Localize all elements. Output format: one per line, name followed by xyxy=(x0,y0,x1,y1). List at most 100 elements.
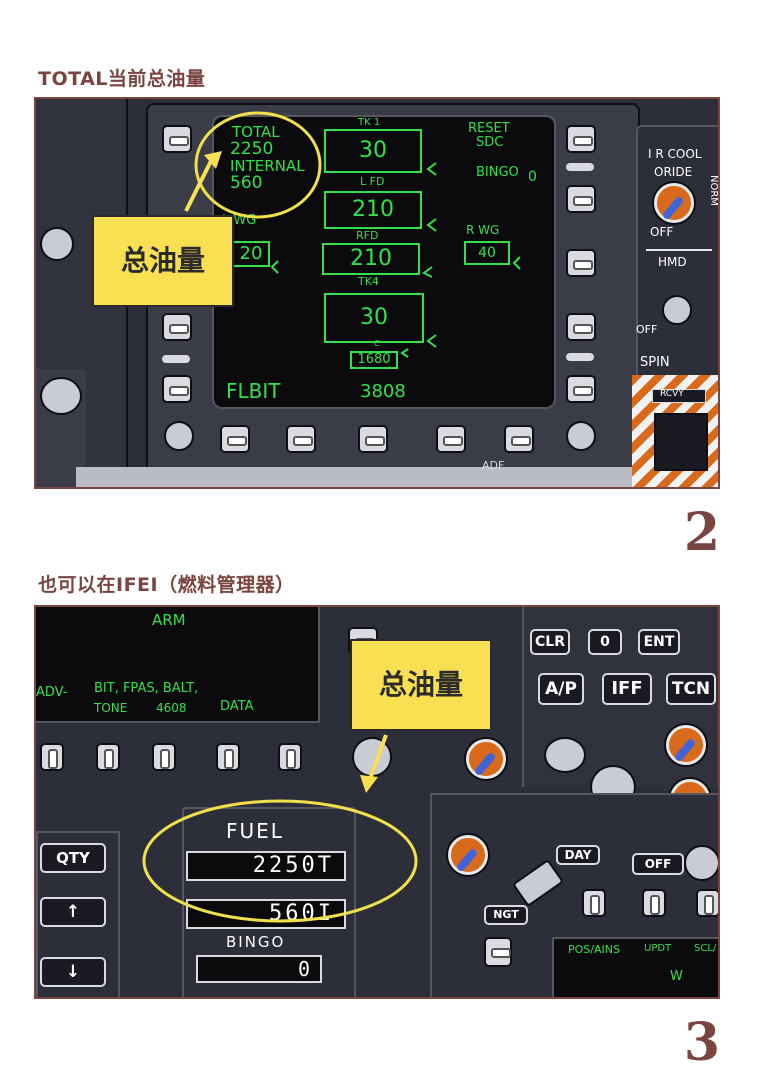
bingo-label: BINGO xyxy=(476,165,519,180)
small-value: 1680 xyxy=(357,352,391,367)
cockpit-panel-ddi: TOTAL 2250 INTERNAL 560 TK 1 30 L FD 210… xyxy=(34,97,720,489)
ufc-knob-2[interactable] xyxy=(544,737,586,773)
oride-label: ORIDE xyxy=(654,165,693,179)
ddi-bottom-button-3[interactable] xyxy=(358,425,388,453)
norm-label: NORM xyxy=(708,175,719,206)
right-panel xyxy=(636,125,718,379)
caption-bottom: 也可以在IFEI（燃料管理器） xyxy=(38,574,295,596)
ifei-internal-display: 560I xyxy=(186,899,346,929)
rfd-box: 210 xyxy=(322,243,420,275)
ddi-brightness-knob[interactable] xyxy=(164,421,194,451)
console-square-button[interactable] xyxy=(484,937,512,967)
adf-label: ADF xyxy=(482,459,505,472)
ufc-button-1[interactable] xyxy=(40,743,64,771)
tk4-value: 30 xyxy=(360,305,388,330)
lwg-value: 20 xyxy=(239,243,263,264)
spin-recovery-switch[interactable] xyxy=(654,413,708,471)
console-button-3[interactable] xyxy=(696,889,718,917)
console-button-2[interactable] xyxy=(642,889,666,917)
ddi-bottom-button-2[interactable] xyxy=(286,425,316,453)
ddi-bottom-button-1[interactable] xyxy=(220,425,250,453)
tk1-box: 30 xyxy=(324,129,422,173)
up-key[interactable]: ↑ xyxy=(40,897,106,927)
lwg-marker xyxy=(270,260,279,274)
tk4-label: TK4 xyxy=(358,275,379,288)
ufc-tone-value: 4608 xyxy=(156,701,187,715)
caption-top: TOTAL当前总油量 xyxy=(38,68,206,90)
scl-label: SCL/ xyxy=(694,943,717,954)
left-knob-upper[interactable] xyxy=(40,227,74,261)
tk4-box: 30 xyxy=(324,293,424,343)
rwg-label: R WG xyxy=(466,223,500,237)
off-knob[interactable] xyxy=(684,845,718,881)
ddi-left-button-1[interactable] xyxy=(162,125,192,153)
ufc-button-4[interactable] xyxy=(216,743,240,771)
ddi-right-button-3[interactable] xyxy=(566,249,596,277)
ddi-right-button-1[interactable] xyxy=(566,125,596,153)
ifei-bingo-display: 0 xyxy=(196,955,322,983)
ddi-bottom-button-5[interactable] xyxy=(504,425,534,453)
day-key[interactable]: DAY xyxy=(556,845,600,865)
iff-key[interactable]: IFF xyxy=(602,673,652,705)
ddi-left-slot xyxy=(162,355,190,363)
off-label-1: OFF xyxy=(650,225,674,239)
ircool-label: I R COOL xyxy=(648,147,702,161)
sdc-label: SDC xyxy=(476,135,504,150)
tk1-value: 30 xyxy=(359,138,387,163)
ent-key[interactable]: ENT xyxy=(638,629,680,655)
tk4-marker xyxy=(426,334,437,348)
ddi-right-button-5[interactable] xyxy=(566,375,596,403)
hmd-divider xyxy=(646,249,712,251)
bingo-value: 0 xyxy=(528,169,537,185)
cockpit-panel-ifei: ARM ADV- BIT, FPAS, BALT, TONE 4608 DATA… xyxy=(34,605,720,999)
qty-key[interactable]: QTY xyxy=(40,843,106,873)
spin-label: SPIN xyxy=(640,355,670,370)
ddi-right-slot-2 xyxy=(566,353,594,361)
ufc-button-2[interactable] xyxy=(96,743,120,771)
brightness-switch[interactable] xyxy=(448,835,488,875)
off-key[interactable]: OFF xyxy=(632,853,684,875)
flbit-label: FLBIT xyxy=(226,379,281,403)
ufc-button-3[interactable] xyxy=(152,743,176,771)
callout-arrow-head-2 xyxy=(360,775,378,793)
clr-key[interactable]: CLR xyxy=(530,629,570,655)
small-label: C xyxy=(374,339,380,348)
ufc-adv: ADV- xyxy=(36,685,68,700)
ddi-left-button-3[interactable] xyxy=(162,375,192,403)
zero-key[interactable]: 0 xyxy=(588,629,622,655)
console-button-1[interactable] xyxy=(582,889,606,917)
off-label-2: OFF xyxy=(636,323,658,336)
bottom-display: POS/AINS UPDT SCL/ W xyxy=(552,937,718,997)
rfd-value: 210 xyxy=(350,246,392,271)
ddi-right-button-4[interactable] xyxy=(566,313,596,341)
lfd-value: 210 xyxy=(352,197,394,222)
ufc-display: ARM ADV- BIT, FPAS, BALT, TONE 4608 DATA xyxy=(36,607,320,723)
ngt-key[interactable]: NGT xyxy=(484,905,528,925)
rfd-label: RFD xyxy=(356,229,379,242)
ddi-right-button-2[interactable] xyxy=(566,185,596,213)
ddi-arrow-markers xyxy=(270,162,521,358)
ddi-right-slot-1 xyxy=(566,163,594,171)
ufc-button-5[interactable] xyxy=(278,743,302,771)
tk1-marker xyxy=(426,162,437,176)
ufc-switch-2[interactable] xyxy=(666,725,706,765)
ddi-screen: TOTAL 2250 INTERNAL 560 TK 1 30 L FD 210… xyxy=(212,115,556,409)
panel-number-3: 3 xyxy=(683,1012,720,1073)
ufc-tone: TONE xyxy=(94,701,128,715)
ddi-contrast-knob[interactable] xyxy=(566,421,596,451)
left-knob-lower[interactable] xyxy=(40,377,82,415)
tcn-key[interactable]: TCN xyxy=(666,673,716,705)
ufc-switch-1[interactable] xyxy=(466,739,506,779)
hmd-label: HMD xyxy=(658,255,687,269)
lfd-label: L FD xyxy=(360,175,385,188)
ap-key[interactable]: A/P xyxy=(538,673,584,705)
ircool-switch[interactable] xyxy=(654,183,694,223)
rwg-marker xyxy=(512,256,521,270)
ifei-internal-value: 560I xyxy=(269,901,334,926)
ddi-bottom-button-4[interactable] xyxy=(436,425,466,453)
ufc-knob-right[interactable] xyxy=(352,737,392,777)
ddi-left-button-2[interactable] xyxy=(162,313,192,341)
down-key[interactable]: ↓ xyxy=(40,957,106,987)
small-marker xyxy=(400,348,409,358)
hmd-knob[interactable] xyxy=(662,295,692,325)
